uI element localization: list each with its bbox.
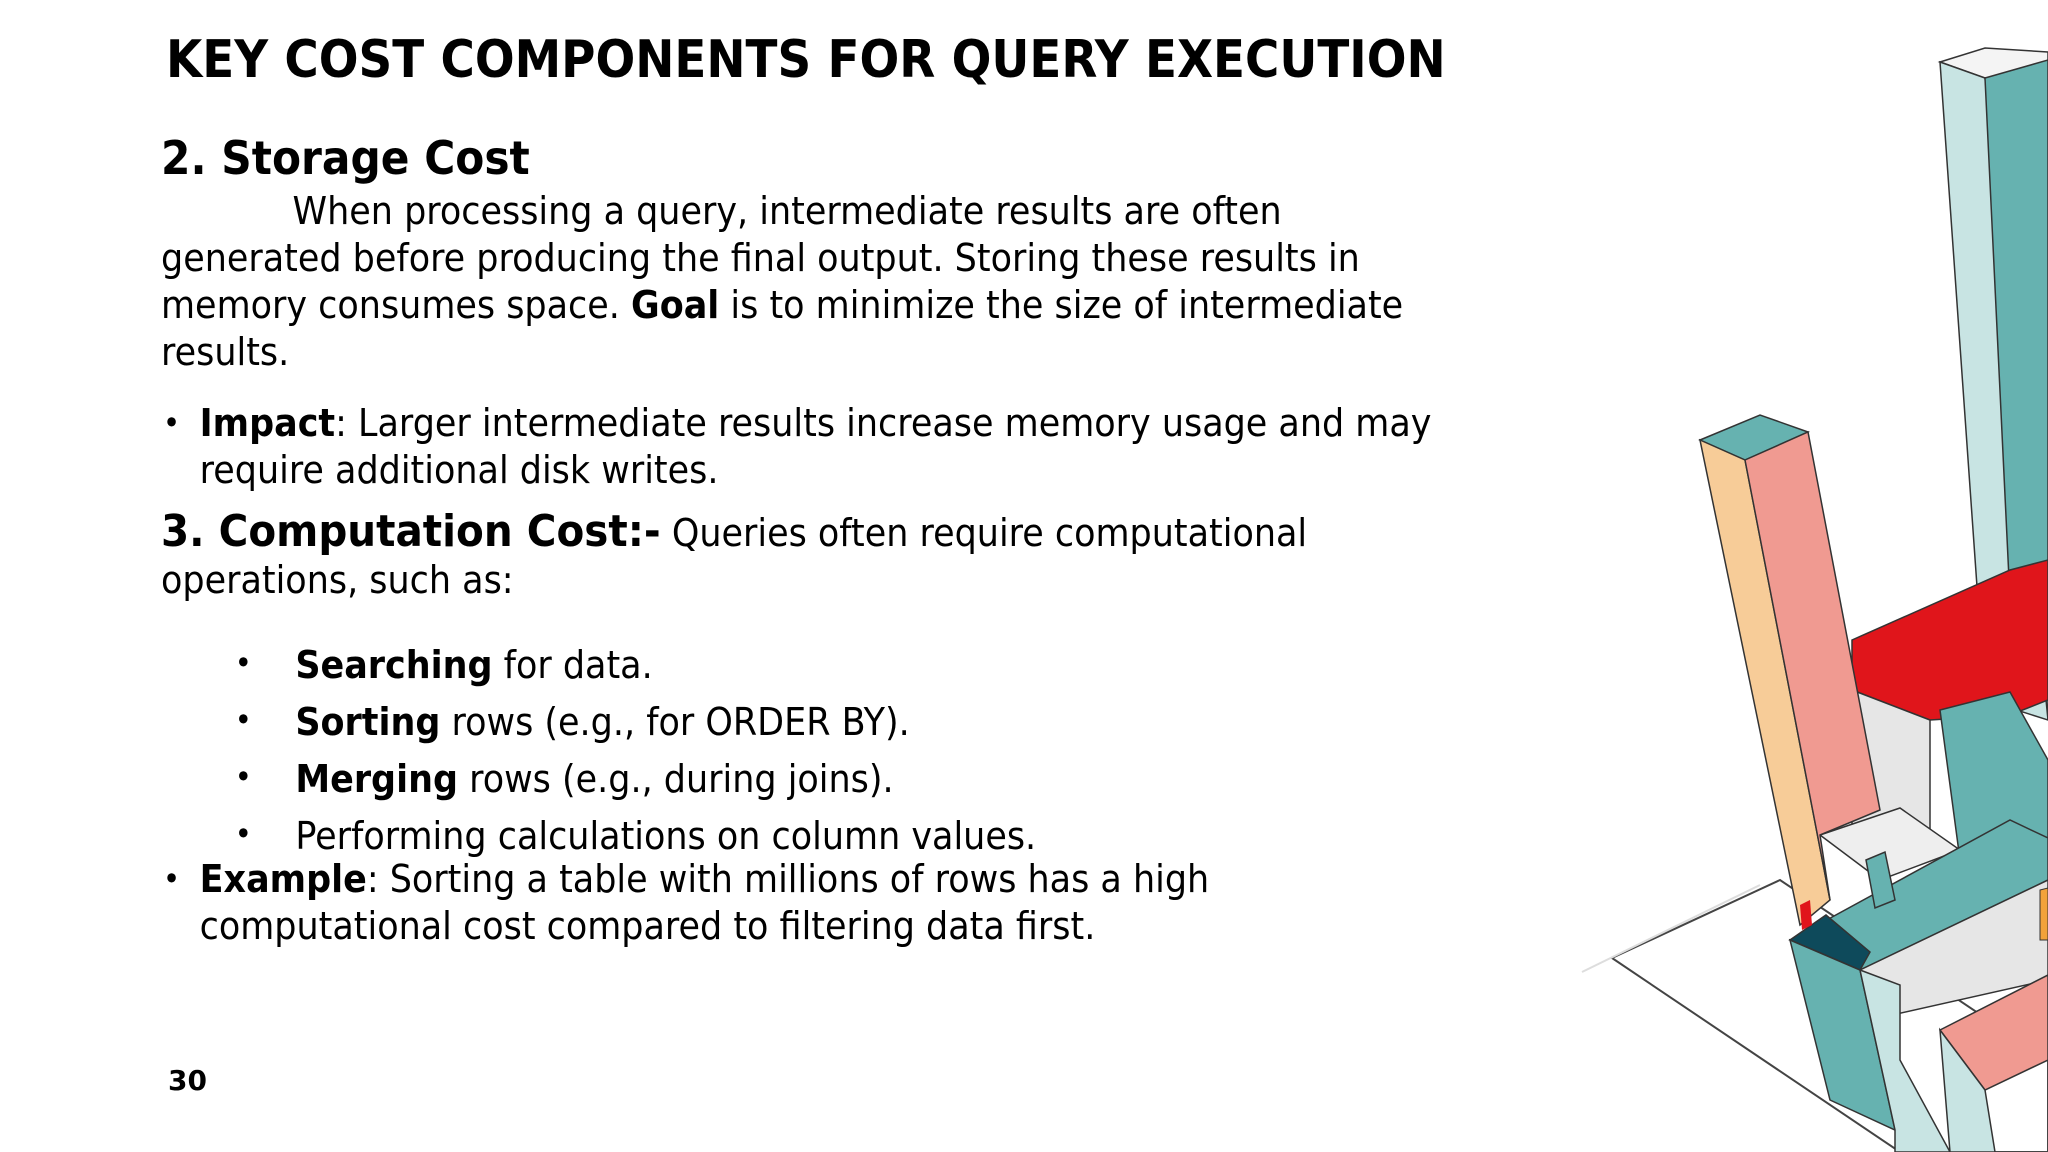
slide-title: KEY COST COMPONENTS FOR QUERY EXECUTION — [166, 30, 1446, 90]
computation-cost-intro-text: Queries often require computational oper… — [161, 511, 1308, 602]
list-item-bold: Sorting — [295, 700, 441, 744]
floor-shadow — [1581, 884, 1761, 973]
bottom-light-block — [1858, 968, 1951, 1152]
bottom-light-teal-block — [1939, 1027, 1996, 1152]
bullet-icon: • — [234, 644, 252, 682]
bullet-icon: • — [162, 404, 181, 442]
red-accent — [1800, 900, 1812, 930]
orange-sliver — [2039, 887, 2048, 941]
goal-label: Goal — [631, 283, 720, 327]
bullet-icon: • — [162, 860, 181, 898]
salmon-column-front — [1744, 430, 1881, 901]
slide-body: 2. Storage Cost When processing a query,… — [161, 128, 1467, 950]
isometric-blocks-illustration — [1581, 47, 2048, 1152]
list-item-bold: Merging — [295, 757, 458, 801]
computation-operations-list: • Searching for data. • Sorting rows (e.… — [161, 642, 1467, 870]
computation-cost-intro: 3. Computation Cost:- Queries often requ… — [161, 508, 1467, 604]
list-item-text: rows (e.g., during joins). — [457, 757, 894, 801]
list-item-text: Performing calculations on column values… — [295, 814, 1037, 858]
impact-label: Impact — [199, 401, 336, 445]
impact-text: : Larger intermediate results increase m… — [199, 401, 1432, 492]
list-item: • Searching for data. — [161, 642, 1467, 699]
list-item: • Merging rows (e.g., during joins). — [161, 756, 1467, 813]
list-item: • Sorting rows (e.g., for ORDER BY). — [161, 699, 1467, 756]
teal-block-front — [1939, 691, 2048, 861]
impact-bullet: • Impact: Larger intermediate results in… — [161, 400, 1467, 494]
page-number: 30 — [168, 1064, 207, 1097]
floor-outline — [1609, 878, 2048, 1152]
example-bullet: • Example: Sorting a table with millions… — [161, 856, 1467, 950]
list-item-text: rows (e.g., for ORDER BY). — [440, 700, 910, 744]
list-item-text: for data. — [492, 643, 653, 687]
bullet-icon: • — [234, 758, 252, 796]
bullet-icon: • — [234, 701, 252, 739]
example-label: Example — [199, 857, 367, 901]
storage-cost-text: When processing a query, intermediate re… — [161, 189, 1360, 327]
tall-column-front-strip — [1984, 59, 2048, 601]
list-item-bold: Searching — [295, 643, 493, 687]
computation-cost-heading: 3. Computation Cost:- — [161, 506, 661, 557]
bullet-icon: • — [234, 815, 252, 853]
storage-cost-heading: 2. Storage Cost — [161, 131, 530, 185]
list-item: • Performing calculations on column valu… — [161, 813, 1467, 870]
storage-cost-paragraph: When processing a query, intermediate re… — [161, 188, 1467, 376]
red-slab — [1851, 559, 2048, 721]
example-text: : Sorting a table with millions of rows … — [199, 857, 1210, 948]
small-teal-post — [1865, 850, 1896, 910]
goal-text: is to minimize the size of intermediate … — [161, 283, 1404, 374]
